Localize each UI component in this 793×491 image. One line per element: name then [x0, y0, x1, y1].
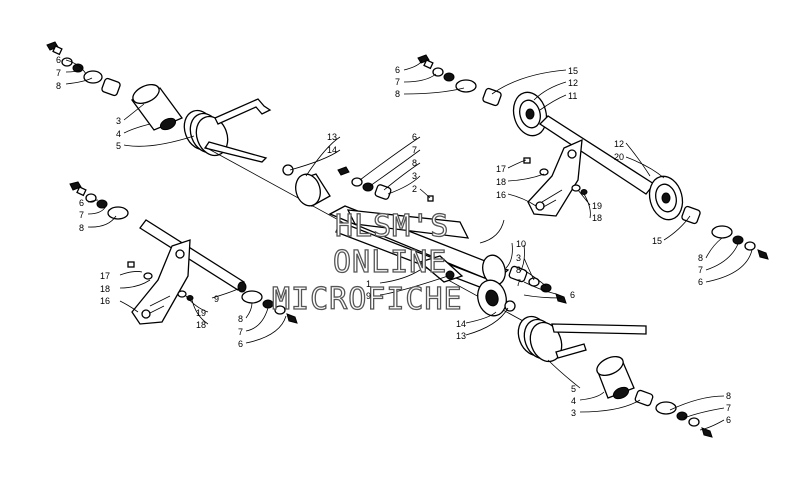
callout-label: 7 — [56, 68, 61, 78]
callout-label: 16 — [496, 190, 506, 200]
top-left-torsion-spring — [183, 98, 272, 163]
callout-label: 3 — [516, 253, 521, 263]
callout-label: 8 — [698, 253, 703, 263]
leader-lines — [65, 59, 753, 431]
center-hardware — [282, 164, 567, 312]
top-left-sleeve — [130, 83, 184, 131]
callout-label: 18 — [592, 213, 602, 223]
callout-label: 8 — [412, 158, 417, 168]
mid-left-hardware-stack — [69, 181, 129, 220]
callout-label: 5 — [116, 141, 121, 151]
callout-label: 8 — [516, 265, 521, 275]
mid-left-shaft — [139, 219, 247, 293]
watermark-line3: MICROFICHE — [272, 282, 463, 317]
callout-label: 3 — [116, 116, 121, 126]
callout-label: 6 — [56, 55, 61, 65]
mid-left-small-hardware — [127, 261, 194, 301]
top-right-hardware-stack — [417, 54, 502, 107]
callout-label: 16 — [100, 296, 110, 306]
callout-label: 2 — [412, 184, 417, 194]
callout-label: 6 — [726, 415, 731, 425]
callout-label: 18 — [100, 284, 110, 294]
watermark-line2: ONLINE — [333, 245, 447, 280]
right-idler-wheel — [648, 175, 701, 225]
mid-bottom-hardware-stack — [241, 290, 298, 324]
right-hardware-stack — [711, 225, 769, 260]
top-right-small-hardware — [523, 157, 588, 195]
callout-label: 6 — [698, 277, 703, 287]
callout-label: 6 — [238, 339, 243, 349]
callout-label: 8 — [238, 314, 243, 324]
mid-left-arm — [131, 239, 191, 325]
callout-label: 3 — [571, 408, 576, 418]
center-swing-arm — [295, 173, 510, 317]
callout-label: 4 — [571, 396, 576, 406]
callout-label: 6 — [570, 290, 575, 300]
callout-label: 6 — [79, 198, 84, 208]
watermark-line1: HLSM'S — [335, 209, 449, 244]
callout-label: 13 — [327, 132, 337, 142]
callout-label: 13 — [456, 331, 466, 341]
callout-label: 7 — [726, 403, 731, 413]
callout-label: 14 — [327, 145, 337, 155]
callout-label: 19 — [592, 201, 602, 211]
callout-label: 4 — [116, 129, 121, 139]
callout-label: 6 — [412, 132, 417, 142]
callout-label: 12 — [614, 139, 624, 149]
callout-label: 17 — [496, 164, 506, 174]
callout-labels: 6 7 8 3 4 5 6 7 8 17 18 16 9 19 18 8 7 6… — [56, 55, 731, 425]
callout-label: 8 — [79, 223, 84, 233]
top-right-arm — [527, 138, 583, 217]
callout-label: 14 — [456, 319, 466, 329]
callout-label: 11 — [568, 91, 577, 101]
callout-label: 20 — [614, 152, 624, 162]
callout-label: 1 — [366, 279, 371, 289]
callout-label: 8 — [726, 391, 731, 401]
callout-label: 7 — [698, 265, 703, 275]
callout-label: 7 — [79, 210, 84, 220]
callout-label: 8 — [395, 89, 400, 99]
callout-label: 15 — [568, 66, 578, 76]
callout-label: 15 — [652, 236, 662, 246]
top-right-idler-wheel — [512, 91, 548, 137]
callout-label: 6 — [395, 65, 400, 75]
callout-label: 5 — [571, 384, 576, 394]
bottom-right-hardware-stack — [634, 389, 713, 438]
callout-label: 8 — [56, 81, 61, 91]
callout-label: 7 — [395, 77, 400, 87]
bottom-right-torsion-spring — [517, 315, 647, 363]
callout-label: 7 — [516, 278, 521, 288]
callout-label: 10 — [516, 239, 526, 249]
callout-label: 18 — [196, 320, 206, 330]
callout-label: 7 — [238, 327, 243, 337]
callout-label: 7 — [412, 145, 417, 155]
watermark: HLSM'S ONLINE MICROFICHE — [271, 208, 463, 317]
callout-label: 19 — [196, 308, 206, 318]
callout-label: 3 — [412, 171, 417, 181]
callout-label: 9 — [214, 294, 219, 304]
top-left-hardware-stack — [46, 41, 121, 97]
bottom-right-sleeve — [596, 355, 635, 400]
callout-label: 9 — [366, 291, 371, 301]
callout-label: 12 — [568, 78, 578, 88]
callout-label: 17 — [100, 271, 110, 281]
callout-label: 18 — [496, 177, 506, 187]
